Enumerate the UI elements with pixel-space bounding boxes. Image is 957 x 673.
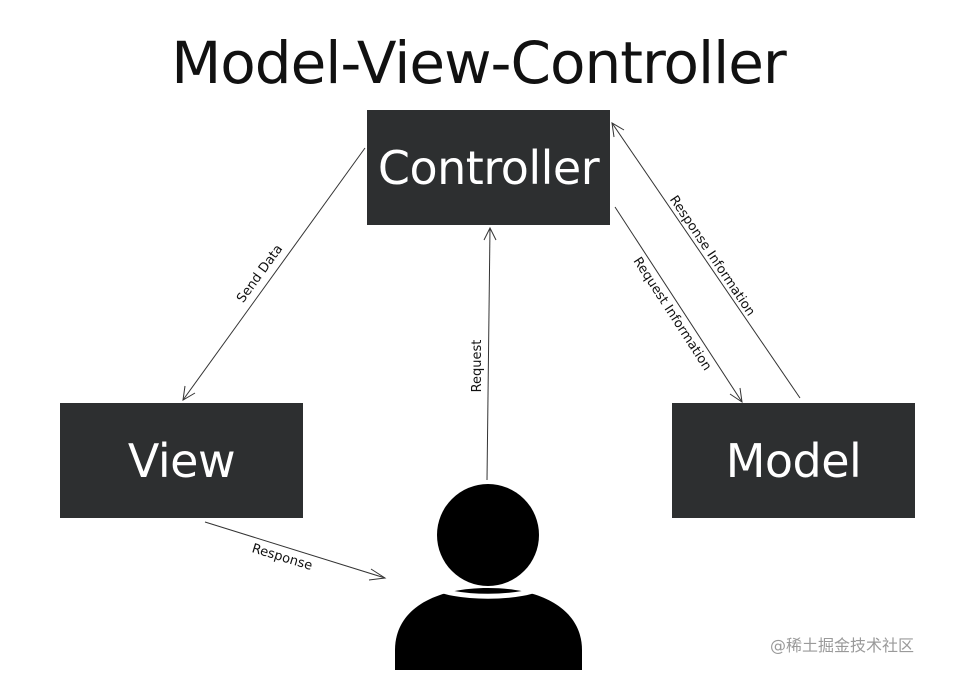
user-icon — [395, 484, 582, 670]
controller-label: Controller — [377, 140, 600, 195]
response-arrow — [204, 521, 387, 581]
diagram-title: Model-View-Controller — [171, 29, 787, 97]
request-information-arrow — [614, 206, 743, 404]
model-box: Model — [672, 403, 915, 518]
send-data-arrow — [182, 147, 366, 401]
response-information-label: Response Information — [666, 193, 758, 319]
request-information-label: Request Information — [630, 255, 715, 374]
response-information-arrow — [611, 122, 801, 399]
request-label: Request — [470, 340, 485, 393]
view-label: View — [127, 433, 236, 488]
send-data-label: Send Data — [234, 242, 286, 306]
watermark: @稀土掘金技术社区 — [770, 636, 915, 655]
controller-box: Controller — [367, 110, 610, 225]
view-box: View — [60, 403, 303, 518]
model-label: Model — [725, 433, 862, 488]
request-arrow — [483, 226, 497, 481]
